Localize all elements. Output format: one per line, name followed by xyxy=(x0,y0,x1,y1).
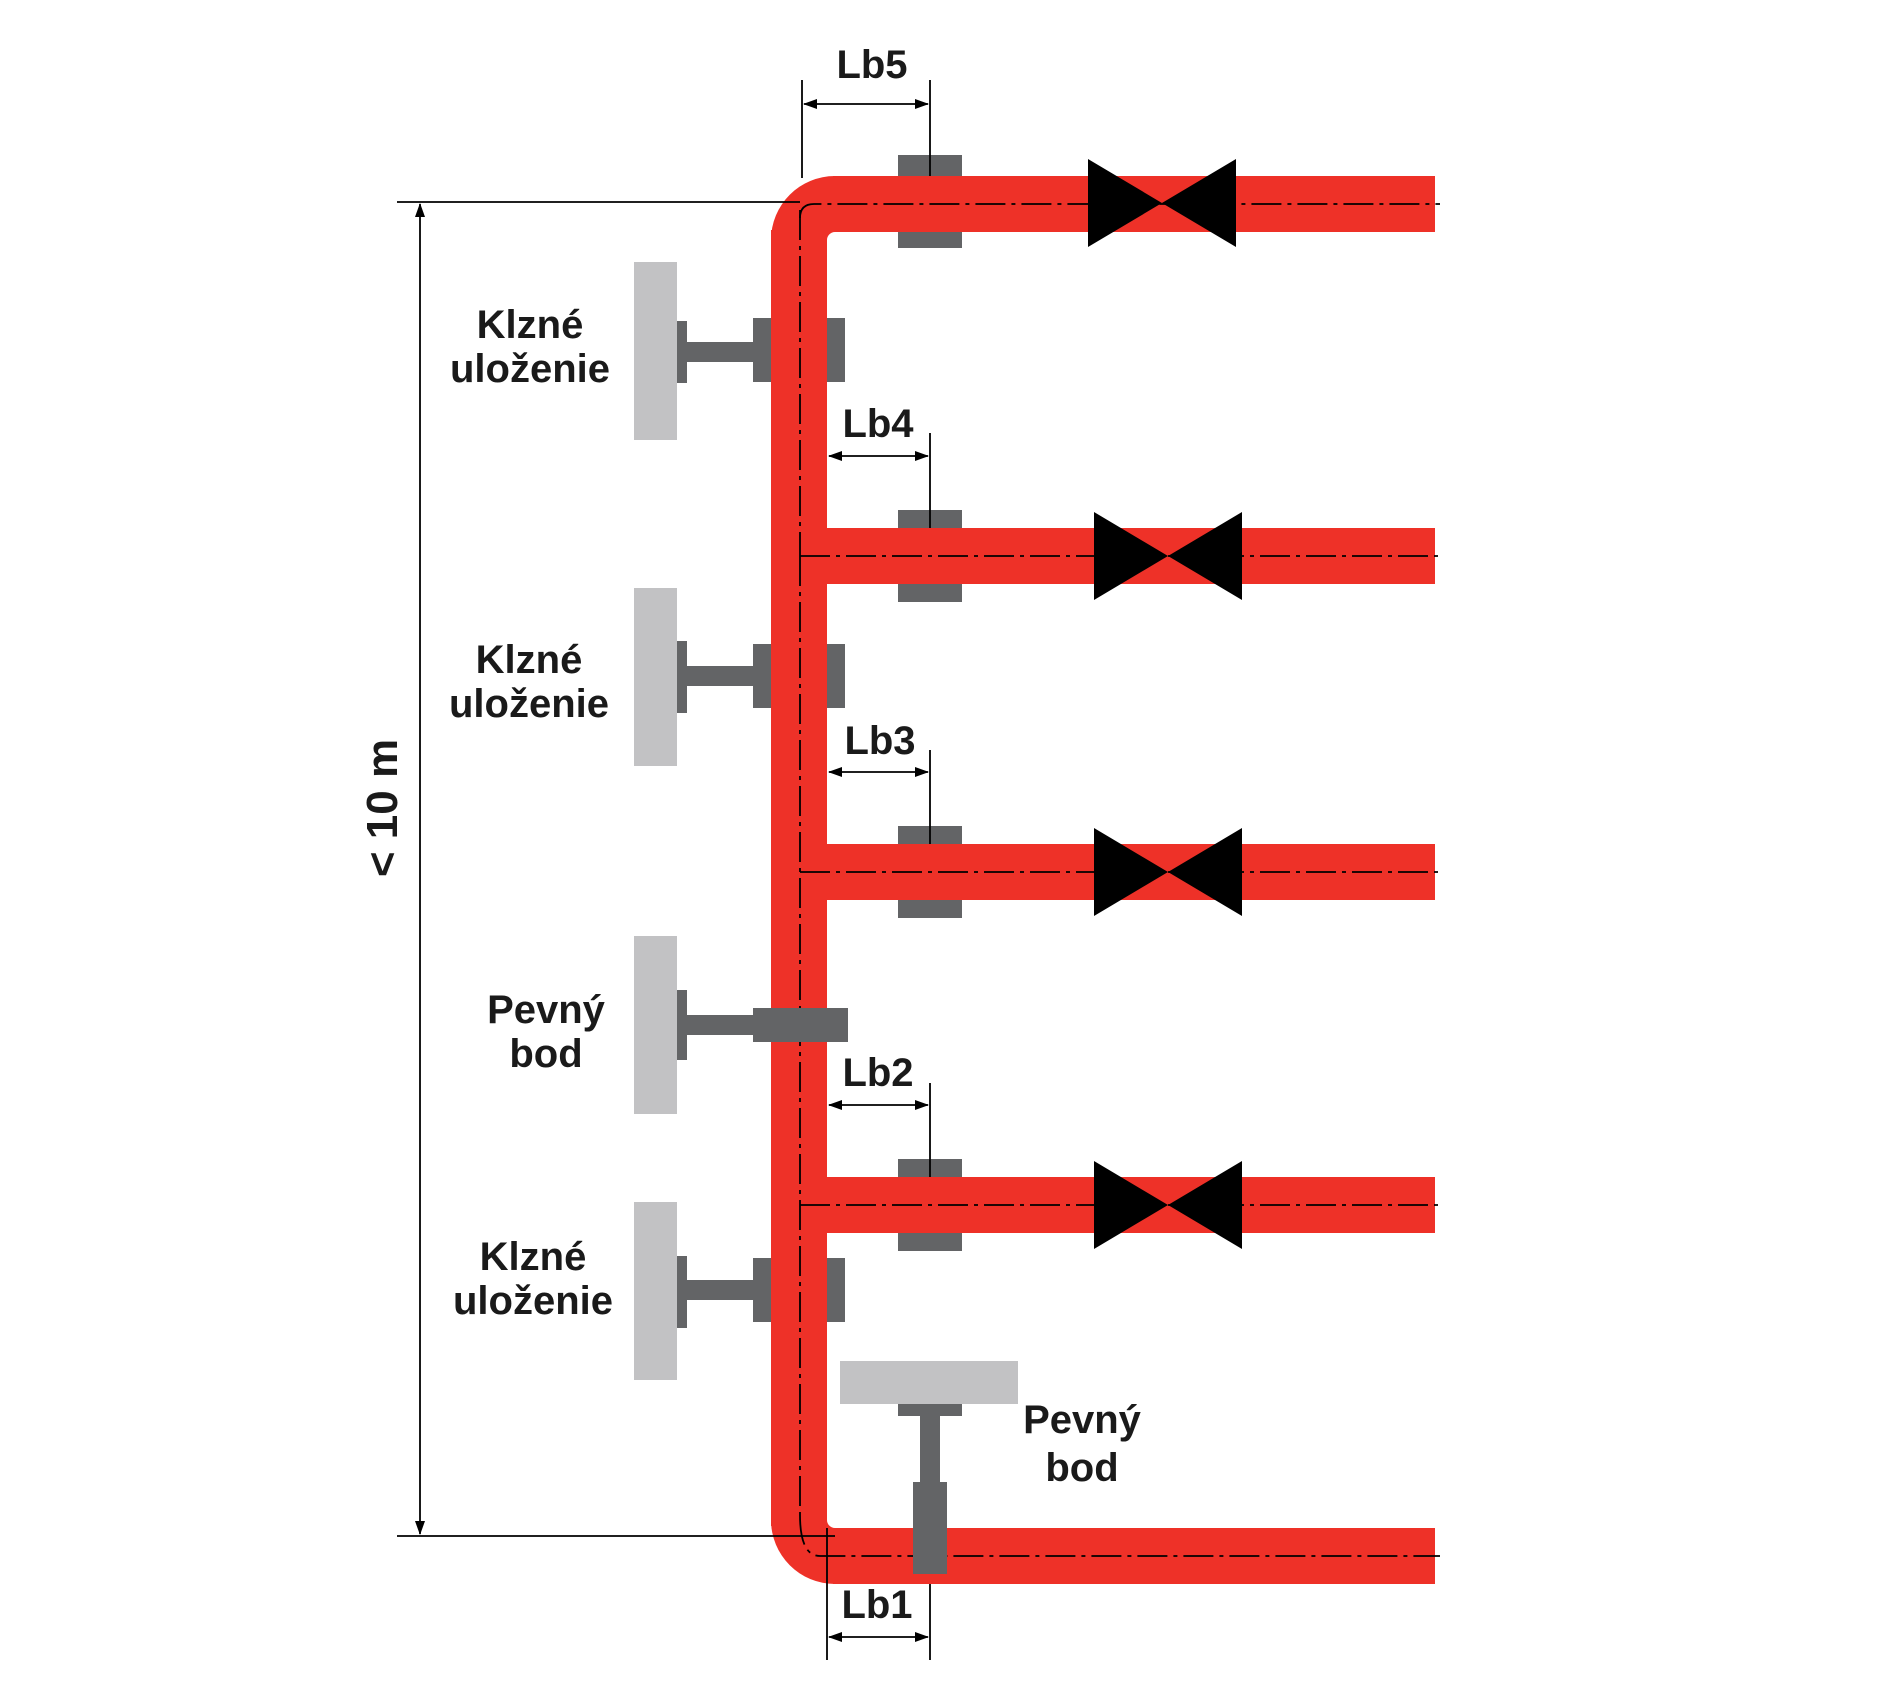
support-arm xyxy=(687,342,755,362)
lb2-label: Lb2 xyxy=(842,1051,913,1095)
support-bracket xyxy=(677,1256,687,1328)
sliding-support-3-label-line2: uloženie xyxy=(453,1279,613,1323)
support-plate-icon xyxy=(634,262,677,440)
fixed-point-1-label-line2: bod xyxy=(509,1032,582,1076)
support-arm xyxy=(687,1015,755,1035)
clamps xyxy=(677,155,962,1574)
pipe-clamp-icon xyxy=(753,318,771,382)
pipe-clamp-icon xyxy=(753,1008,848,1042)
pipe-clamp-icon xyxy=(827,1258,845,1322)
pipe-clamp-icon xyxy=(913,1482,947,1574)
fixed-point-2-label-line2: bod xyxy=(1045,1446,1118,1490)
support-bracket xyxy=(898,1404,962,1416)
pipe-clamp-icon xyxy=(827,318,845,382)
lb1-label: Lb1 xyxy=(841,1583,912,1627)
support-arm xyxy=(687,1280,755,1300)
lb4-label: Lb4 xyxy=(842,402,914,446)
pipe-clamp-icon xyxy=(898,232,962,248)
support-plate-icon xyxy=(840,1361,1018,1404)
centerline-bottom xyxy=(799,1514,1440,1557)
dimension-lines xyxy=(397,80,931,1660)
bottom-elbow-pipe xyxy=(771,1520,835,1584)
sliding-support-2-label-line1: Klzné xyxy=(476,638,583,682)
pipe-clamp-icon xyxy=(898,1233,962,1251)
support-arm xyxy=(920,1416,940,1482)
height-dimension-label: < 10 m xyxy=(358,739,407,877)
pipe-clamp-icon xyxy=(898,900,962,918)
gate-valve-icon xyxy=(1094,1161,1242,1249)
lb5-label: Lb5 xyxy=(836,43,907,87)
vertical-riser-pipe xyxy=(771,230,827,1526)
pipe-clamp-icon xyxy=(827,644,845,708)
pipe-clamp-icon xyxy=(753,644,771,708)
support-plate-icon xyxy=(634,588,677,766)
gate-valve-icon xyxy=(1088,159,1236,247)
support-bracket xyxy=(677,641,687,713)
support-bracket xyxy=(677,990,687,1060)
sliding-support-1-label-line1: Klzné xyxy=(477,303,584,347)
support-bracket xyxy=(677,321,687,383)
support-plate-icon xyxy=(634,1202,677,1380)
pipe-clamp-icon xyxy=(898,584,962,602)
fixed-point-1-label-line1: Pevný xyxy=(487,988,606,1032)
lb3-label: Lb3 xyxy=(844,719,915,763)
centerline-top xyxy=(799,203,1440,219)
support-plate-icon xyxy=(634,936,677,1114)
sliding-support-3-label-line1: Klzné xyxy=(480,1235,587,1279)
fixed-point-2-label-line1: Pevný xyxy=(1023,1398,1142,1442)
support-arm xyxy=(687,666,755,686)
gate-valve-icon xyxy=(1094,512,1242,600)
labels: < 10 m Lb5 Lb4 Lb3 Lb2 Lb1 Klzné uloženi… xyxy=(358,43,1142,1627)
support-plates xyxy=(634,262,1018,1404)
sliding-support-1-label-line2: uloženie xyxy=(450,347,610,391)
sliding-support-2-label-line2: uloženie xyxy=(449,682,609,726)
valves xyxy=(1088,159,1242,1249)
pipe-clamp-icon xyxy=(753,1258,771,1322)
gate-valve-icon xyxy=(1094,828,1242,916)
